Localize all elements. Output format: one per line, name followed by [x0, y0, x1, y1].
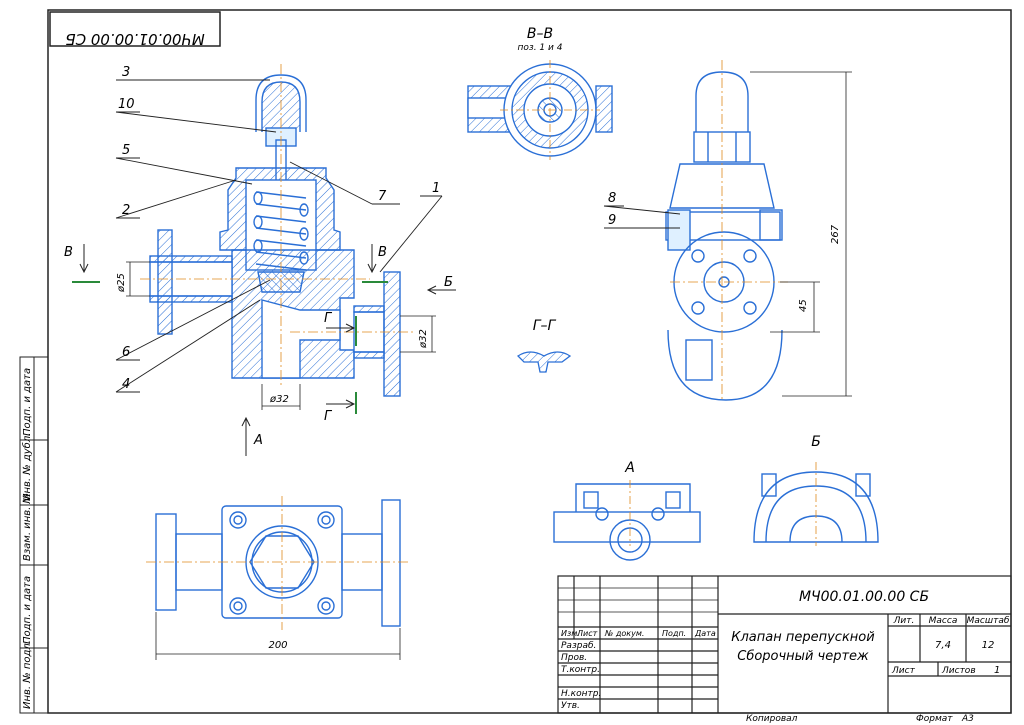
col-header-date: Дата	[694, 629, 716, 638]
dim-w200: 200	[268, 640, 287, 651]
side-stamp-label-1: Инв. № подл.	[22, 640, 33, 709]
mass-value: 7,4	[935, 640, 951, 651]
dim-h45: 45	[798, 299, 809, 312]
section-mark-arrows	[72, 244, 456, 456]
leader-label-3: 3	[122, 65, 130, 80]
plan-view	[146, 496, 410, 630]
format-value: А3	[961, 714, 974, 724]
leader-label-10: 10	[118, 97, 135, 112]
side-stamp-label-5: Подп. и дата	[22, 368, 33, 436]
section-bb-view	[467, 60, 613, 160]
title-block-name-line1: Клапан перепускной	[731, 630, 874, 645]
section-mark-v-left: В	[64, 245, 73, 260]
sheet-label: Лист	[891, 666, 916, 676]
section-bb-title: В–В	[527, 26, 553, 42]
side-stamp-label-2: Подп. и дата	[22, 576, 33, 644]
side-stamp-label-4: Инв. № дубл.	[21, 433, 33, 501]
sheets-label: Листов	[941, 666, 976, 676]
inverted-code-text: МЧ00.01.00.00 СБ	[65, 30, 204, 48]
leader-label-4: 4	[122, 377, 130, 392]
lit-label: Лит.	[893, 616, 915, 626]
col-header-list: Лист	[576, 629, 598, 638]
section-gg-profile	[516, 351, 572, 373]
row-label-norm-control: Н.контр.	[561, 689, 601, 699]
dimension-lines-side	[750, 71, 852, 397]
scale-value: 12	[982, 640, 995, 651]
col-header-sign: Подп.	[662, 629, 686, 638]
dim-d32-bottom: ø32	[269, 394, 289, 405]
row-label-approved: Утв.	[561, 701, 580, 711]
leader-label-8: 8	[608, 191, 616, 206]
title-block-name-line2: Сборочный чертеж	[737, 649, 869, 664]
section-gg-title: Г–Г	[533, 318, 557, 334]
leader-label-1: 1	[432, 181, 440, 196]
copied-label: Копировал	[746, 714, 798, 724]
row-label-tech-control: Т.контр.	[561, 665, 600, 675]
side-stamp	[19, 356, 49, 714]
section-mark-g-top: Г	[324, 311, 333, 326]
side-view-leaders	[603, 205, 681, 229]
section-mark-b: Б	[444, 275, 453, 290]
view-b-title: Б	[811, 434, 821, 450]
dimension-lines-plan	[155, 612, 401, 660]
col-header-doc-no: № докум.	[604, 629, 644, 638]
view-a-title: А	[624, 460, 635, 476]
section-mark-g-bottom: Г	[324, 409, 333, 424]
title-block-doc-code: МЧ00.01.00.00 СБ	[799, 589, 929, 605]
title-block-grid	[557, 575, 1012, 714]
side-view	[665, 60, 790, 402]
leader-label-7: 7	[378, 189, 387, 204]
main-section-view	[140, 64, 414, 397]
view-b	[753, 462, 879, 546]
sheets-value: 1	[994, 665, 1000, 676]
leader-label-2: 2	[122, 203, 130, 218]
mass-label: Масса	[929, 616, 958, 626]
row-label-checked: Пров.	[561, 653, 587, 663]
format-label: Формат	[916, 714, 953, 724]
row-label-developed: Разраб.	[561, 641, 596, 651]
leader-label-9: 9	[608, 213, 616, 228]
section-mark-v-right: В	[378, 245, 387, 260]
view-a	[553, 480, 701, 561]
scale-label: Масштаб	[967, 616, 1010, 626]
col-header-izm: Изм.	[561, 629, 580, 638]
side-stamp-label-3: Взам. инв. №	[22, 493, 33, 561]
leader-label-6: 6	[122, 345, 130, 360]
leader-label-5: 5	[122, 143, 130, 158]
section-bb-subtitle: поз. 1 и 4	[518, 43, 563, 53]
dim-d32-right: ø32	[418, 329, 429, 349]
dimension-lines-main	[126, 261, 436, 410]
dim-d25: ø25	[116, 273, 127, 293]
dim-h267: 267	[830, 224, 841, 244]
leader-lines	[115, 79, 443, 393]
section-mark-a: А	[253, 433, 263, 448]
inverted-code-stamp: МЧ00.01.00.00 СБ	[49, 11, 221, 48]
